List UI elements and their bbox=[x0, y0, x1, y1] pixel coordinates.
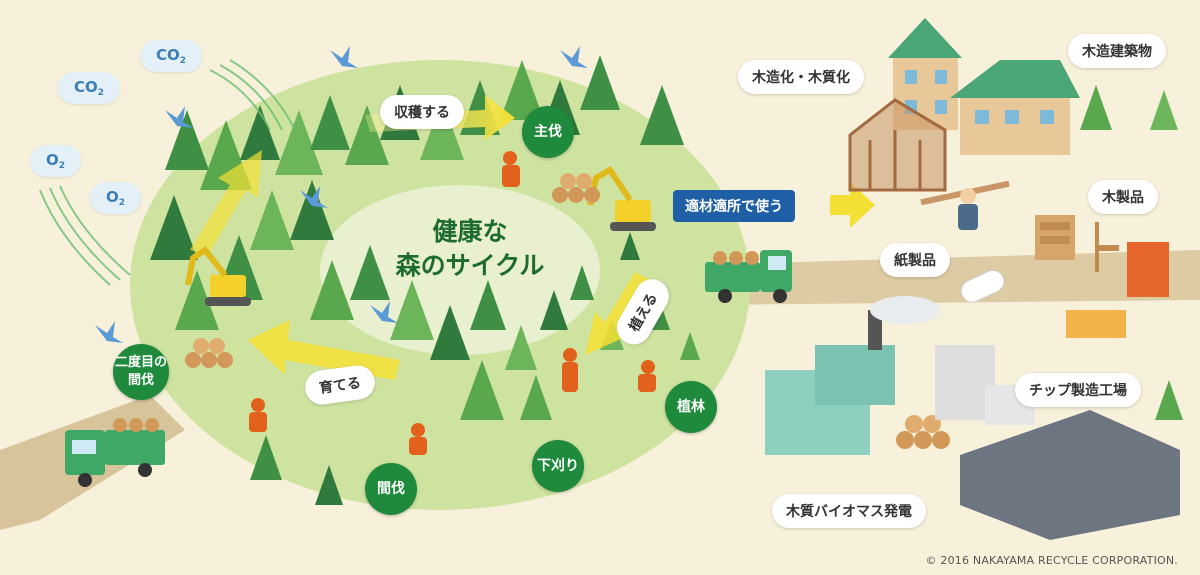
biomass-power-label: 木質バイオマス発電 bbox=[772, 494, 926, 528]
house-wide bbox=[950, 60, 1080, 155]
harvest-label: 収穫する bbox=[380, 95, 464, 129]
copyright-notice: © 2016 NAKAYAMA RECYCLE CORPORATION. bbox=[925, 554, 1178, 567]
thinning-badge: 間伐 bbox=[365, 463, 417, 515]
log-pile-top bbox=[552, 173, 600, 203]
furniture-set bbox=[1035, 215, 1169, 338]
o2-text: O bbox=[46, 151, 59, 169]
o2-subscript: 2 bbox=[58, 161, 66, 171]
wind-lines bbox=[39, 59, 295, 286]
o2-cloud: O2 bbox=[90, 182, 142, 214]
log-pile-factory bbox=[896, 415, 950, 449]
log-pile-left bbox=[185, 338, 233, 368]
use-arrow bbox=[830, 182, 875, 228]
center-title-line1: 健康な bbox=[432, 217, 508, 246]
center-title: 健康な 森のサイクル bbox=[370, 215, 570, 283]
second-thinning-line1: 二度目の bbox=[114, 355, 167, 370]
chip-factory-label: チップ製造工場 bbox=[1015, 373, 1141, 407]
factory-complex bbox=[765, 296, 1180, 540]
paper-roll bbox=[960, 269, 1005, 303]
paper-products-label: 紙製品 bbox=[880, 243, 950, 277]
co2-text: CO bbox=[74, 78, 98, 96]
co2-cloud: CO2 bbox=[140, 40, 203, 72]
truck-right bbox=[705, 250, 792, 303]
co2-subscript: 2 bbox=[97, 88, 105, 98]
o2-subscript: 2 bbox=[118, 198, 126, 208]
second-thinning-badge: 二度目の 間伐 bbox=[113, 344, 169, 400]
truck-left bbox=[65, 418, 165, 487]
excavator-left bbox=[185, 245, 251, 306]
house-tall bbox=[888, 18, 962, 130]
weeding-badge: 下刈り bbox=[532, 440, 584, 492]
second-thinning-line2: 間伐 bbox=[127, 373, 154, 388]
co2-text: CO bbox=[156, 46, 180, 64]
planting-badge: 植林 bbox=[665, 381, 717, 433]
workers bbox=[249, 151, 656, 455]
road-right bbox=[700, 250, 1200, 305]
o2-cloud: O2 bbox=[30, 145, 82, 177]
wood-conversion-label: 木造化・木質化 bbox=[738, 60, 864, 94]
birds bbox=[95, 46, 588, 343]
use-appropriately-label: 適材適所で使う bbox=[673, 190, 795, 222]
forest-clearing bbox=[320, 185, 600, 355]
wooden-frame-building bbox=[848, 98, 947, 192]
upward-arrow bbox=[190, 150, 262, 255]
main-cut-badge: 主伐 bbox=[522, 106, 574, 158]
o2-text: O bbox=[106, 188, 119, 206]
carpenter bbox=[920, 180, 1010, 230]
co2-subscript: 2 bbox=[179, 56, 187, 66]
center-title-line2: 森のサイクル bbox=[395, 251, 545, 280]
wooden-building-label: 木造建築物 bbox=[1068, 34, 1166, 68]
wood-products-label: 木製品 bbox=[1088, 180, 1158, 214]
co2-cloud: CO2 bbox=[58, 72, 121, 104]
